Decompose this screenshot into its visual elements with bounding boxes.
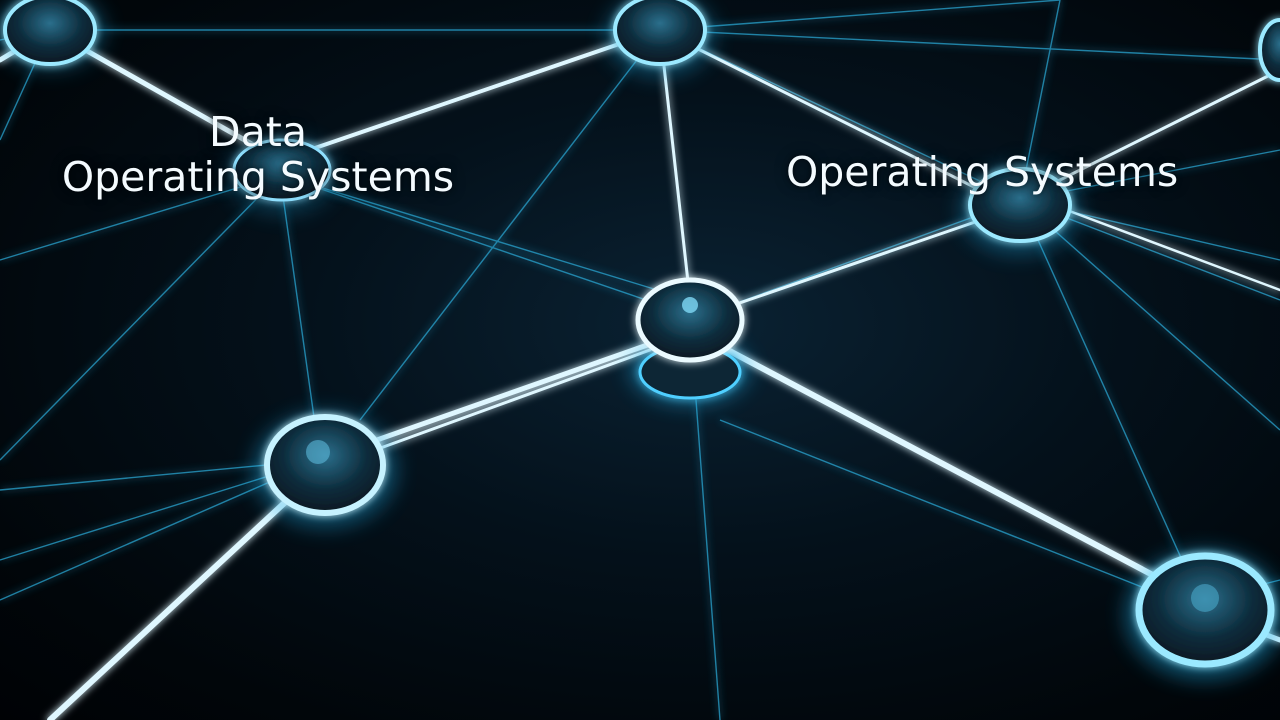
label-operating-systems-left: Operating Systems [61, 153, 455, 202]
label-operating-systems-right: Operating Systems [786, 148, 1179, 196]
node-right [960, 165, 1080, 255]
node-top-right-edge [1258, 18, 1280, 82]
network-nodes [0, 0, 1280, 680]
left-node-label: Data Operating Systems [28, 108, 488, 202]
node-top-left [0, 0, 105, 70]
node-lower-right [1125, 550, 1280, 680]
node-left [227, 135, 337, 215]
node-top-center [605, 0, 715, 77]
node-center [630, 277, 750, 405]
label-data: Data [209, 108, 307, 156]
node-lower-left [253, 412, 397, 528]
